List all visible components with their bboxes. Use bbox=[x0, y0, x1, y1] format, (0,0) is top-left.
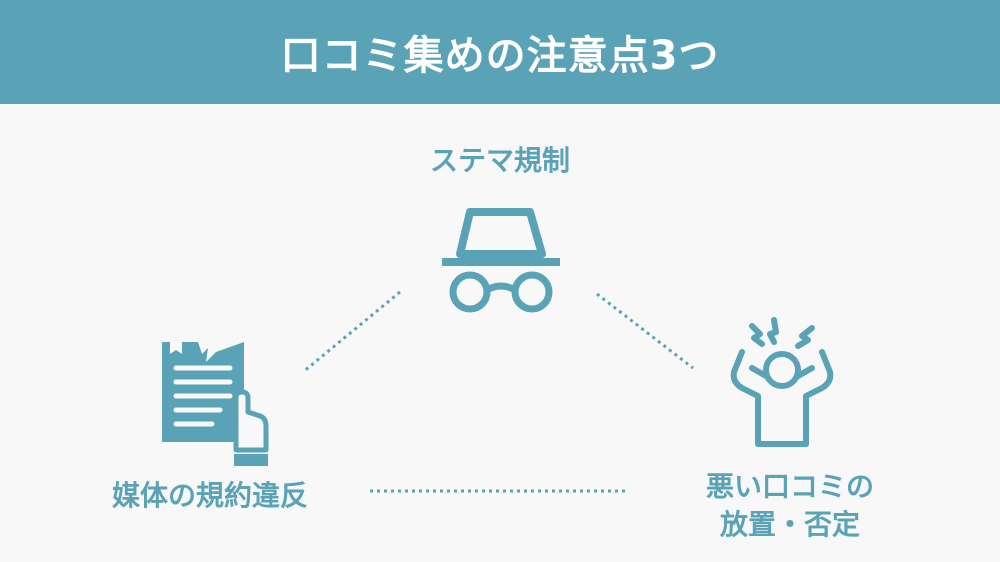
torn-contract-hand-icon bbox=[162, 342, 269, 466]
point-label-media-terms: 媒体の規約違反 bbox=[111, 479, 308, 512]
page-title: 口コミ集めの注意点3つ bbox=[280, 33, 720, 79]
connector-right bbox=[596, 292, 694, 370]
point-label-bad-reviews-line1: 悪い口コミの bbox=[705, 470, 874, 503]
connector-left bbox=[302, 290, 401, 374]
point-label-bad-reviews: 悪い口コミの 放置・否定 bbox=[660, 468, 920, 544]
point-label-bad-reviews-line2: 放置・否定 bbox=[719, 508, 860, 541]
header-banner: 口コミ集めの注意点3つ bbox=[0, 0, 1000, 104]
point-label-stealth-marketing: ステマ規制 bbox=[429, 144, 570, 177]
incognito-hat-glasses-icon bbox=[442, 208, 560, 313]
stressed-person-icon bbox=[730, 317, 834, 447]
